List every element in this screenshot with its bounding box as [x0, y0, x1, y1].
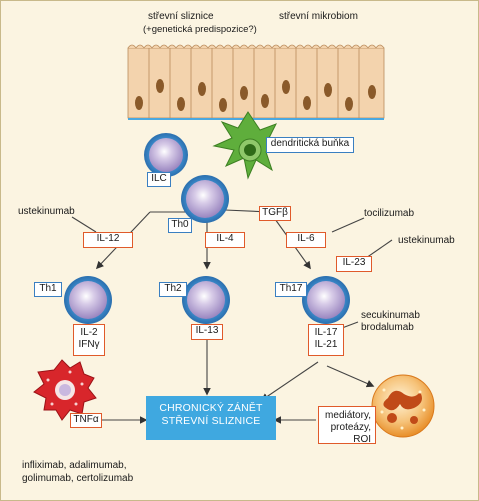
- chronic-inflammation-box: CHRONICKÝ ZÁNĚT STŘEVNÍ SLIZNICE: [146, 396, 276, 440]
- ilc-label: ILC: [147, 172, 171, 187]
- outcome-line1: CHRONICKÝ ZÁNĚT: [159, 402, 263, 414]
- tnf-producing-cell: [33, 359, 97, 421]
- il2-label: IL-2: [80, 327, 98, 338]
- dendritic-cell-label: dendritická buňka: [266, 137, 354, 153]
- ilc-cell: [144, 133, 188, 177]
- th17-output-box: IL-17 IL-21: [308, 324, 344, 356]
- il6-box: IL-6: [286, 232, 326, 248]
- th1-label: Th1: [34, 282, 62, 297]
- mediators-box: mediátory, proteázy, ROI: [318, 406, 376, 445]
- brodalumab-label: brodalumab: [361, 322, 414, 333]
- mediators-line2: proteázy, ROI: [330, 422, 371, 445]
- tgfb-box: TGFβ: [259, 206, 291, 221]
- th0-label: Th0: [168, 218, 192, 233]
- intestinal-epithelium: [127, 44, 385, 120]
- anti-tnf-line1: infliximab, adalimumab,: [22, 460, 127, 471]
- th0-cell: [181, 175, 229, 223]
- il21-label: IL-21: [314, 339, 338, 350]
- il17-label: IL-17: [314, 327, 338, 338]
- mucosa-label: střevní sliznice: [148, 11, 214, 22]
- th2-cell: [182, 276, 230, 324]
- ustekinumab-left-label: ustekinumab: [18, 206, 75, 217]
- microbiome-label: střevní mikrobiom: [279, 11, 358, 22]
- il12-box: IL-12: [83, 232, 133, 248]
- tocilizumab-label: tocilizumab: [364, 208, 415, 219]
- secukinumab-label: secukinumab: [361, 310, 420, 321]
- anti-tnf-line2: golimumab, certolizumab: [22, 473, 134, 484]
- il4-box: IL-4: [205, 232, 245, 248]
- th2-label: Th2: [159, 282, 187, 297]
- ustekinumab-right-label: ustekinumab: [398, 235, 455, 246]
- th1-output-box: IL-2 IFNγ: [73, 324, 105, 356]
- th1-cell: [64, 276, 112, 324]
- tnf-box: TNFα: [70, 413, 102, 428]
- th17-label: Th17: [275, 282, 307, 297]
- mediators-line1: mediátory,: [325, 410, 371, 421]
- dendritic-cell: [212, 111, 288, 180]
- ifng-label: IFNγ: [78, 339, 100, 350]
- th17-cell: [302, 276, 350, 324]
- neutrophil-cell: [371, 374, 435, 438]
- il23-box: IL-23: [336, 256, 372, 272]
- il13-box: IL-13: [191, 324, 223, 340]
- outcome-line2: STŘEVNÍ SLIZNICE: [161, 415, 261, 428]
- genetic-predisposition-label: (+genetická predispozice?): [143, 24, 257, 35]
